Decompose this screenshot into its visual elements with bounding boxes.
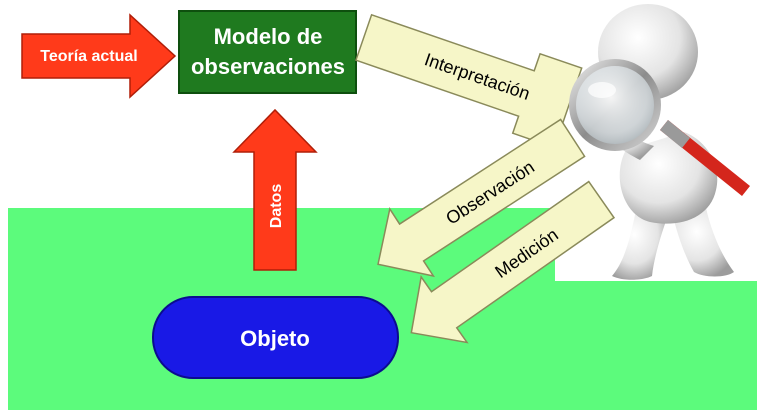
data-arrow: Datos (232, 108, 318, 271)
data-arrow-label: Datos (268, 184, 285, 229)
theory-arrow-label: Teoría actual (40, 48, 138, 65)
object-label: Objeto (240, 326, 310, 351)
interpretation-arrow: Interpretación (355, 13, 583, 149)
magnifier-person-figure (569, 4, 750, 280)
model-box-line: Modelo de (214, 24, 323, 49)
object-pill: Objeto (152, 296, 399, 379)
model-box-label: Modelo de observaciones (191, 24, 345, 79)
model-box-line: observaciones (191, 54, 345, 79)
model-box: Modelo de observaciones (178, 10, 357, 94)
theory-arrow: Teoría actual (21, 13, 177, 99)
